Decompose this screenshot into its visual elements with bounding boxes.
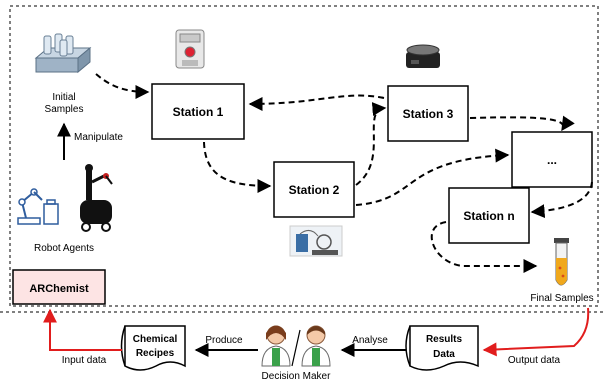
arrow-station-2-to-ellipsis <box>355 148 510 206</box>
arrow-samples-to-station-1 <box>95 73 150 99</box>
arrow-station-3-to-ellipsis <box>469 115 575 132</box>
arrow-station-n-to-final <box>430 221 538 273</box>
arrow-station-2-to-station-3 <box>355 102 387 186</box>
robot-station-icon <box>175 29 205 69</box>
initial-samples-label-1: Initial <box>52 92 75 103</box>
decision-maker-separator <box>291 329 301 367</box>
station-2-box <box>273 161 355 218</box>
decision-maker-label: Decision Maker <box>262 371 332 381</box>
chemical-recipes-label-1: Chemical <box>133 334 178 345</box>
robot-agents-label: Robot Agents <box>34 243 94 254</box>
initial-samples-label-2: Samples <box>45 104 84 115</box>
archemist-box <box>12 269 106 305</box>
mobile-robot-icon <box>80 164 113 232</box>
station-2-label: Station 2 <box>289 183 340 197</box>
chemical-recipes-doc <box>124 325 186 371</box>
archemist-label: ARChemist <box>29 283 89 295</box>
station-3-label: Station 3 <box>403 107 454 121</box>
robot-arm-icon <box>17 188 59 225</box>
results-data-label-1: Results <box>426 334 463 345</box>
results-data-doc <box>409 325 479 371</box>
station-n-box <box>448 187 530 244</box>
arrow-station-1-to-station-2 <box>203 141 272 193</box>
station-1-box <box>151 83 245 140</box>
sample-rack-icon <box>34 33 92 74</box>
station-ellipsis-label: ... <box>547 153 557 167</box>
final-samples-label: Final Samples <box>530 293 593 304</box>
scientist-male-icon <box>301 325 331 367</box>
input-data-label: Input data <box>62 355 107 366</box>
analyse-label: Analyse <box>352 335 388 346</box>
test-tube-icon <box>554 238 569 286</box>
produce-label: Produce <box>205 335 243 346</box>
hotplate-icon <box>406 44 440 68</box>
output-data-arrow <box>482 307 590 357</box>
output-data-label: Output data <box>508 355 561 366</box>
arrow-station-3-to-station-1 <box>248 94 385 111</box>
station-n-label: Station n <box>463 209 514 223</box>
station-ellipsis-box <box>511 131 593 188</box>
station-3-box <box>387 85 469 142</box>
lab-instrument-icon <box>289 225 343 257</box>
results-data-curl <box>405 325 411 367</box>
results-data-label-2: Data <box>433 349 455 360</box>
input-data-arrow <box>43 308 122 351</box>
manipulate-label: Manipulate <box>74 132 123 143</box>
arrow-ellipsis-to-station-n <box>530 181 593 219</box>
station-1-label: Station 1 <box>173 105 224 119</box>
scientist-female-icon <box>261 325 291 367</box>
chemical-recipes-curl <box>120 325 126 367</box>
chemical-recipes-label-2: Recipes <box>136 348 175 359</box>
archemist-boundary <box>9 5 599 307</box>
